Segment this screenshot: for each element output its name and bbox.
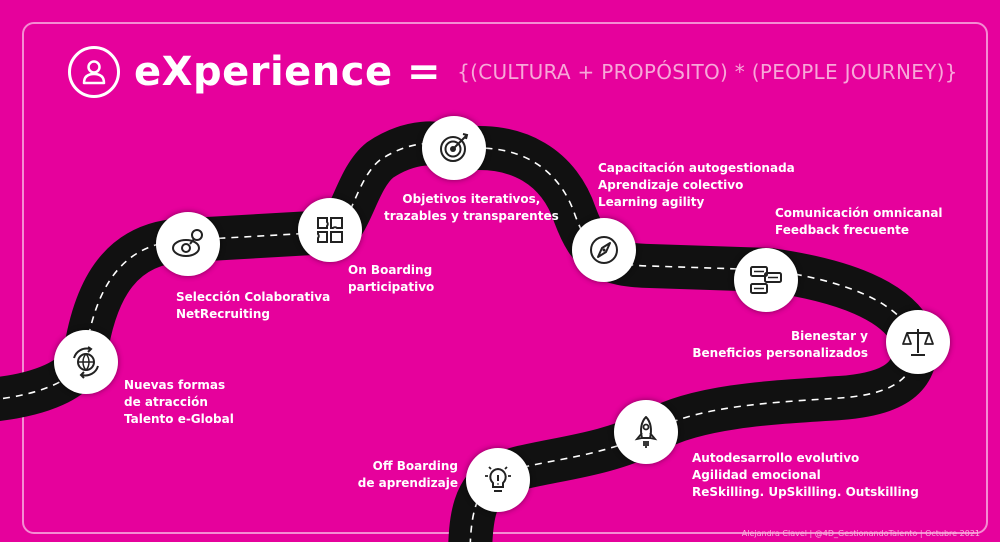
footer-credit: Alejandra Clavel | @4D_GestionandoTalent… — [741, 529, 980, 538]
stage-label-objectives: Objetivos iterativos,trazables y transpa… — [384, 192, 559, 223]
eye-selection-icon — [156, 212, 220, 276]
page-title: eXperience = — [134, 49, 442, 95]
rocket-icon — [614, 400, 678, 464]
lightbulb-icon — [466, 448, 530, 512]
title-formula: {(CULTURA + PROPÓSITO) * (PEOPLE JOURNEY… — [457, 60, 958, 84]
frame-panel — [22, 22, 988, 534]
balance-scale-icon — [886, 310, 950, 374]
puzzle-icon — [298, 198, 362, 262]
target-icon — [422, 116, 486, 180]
person-icon — [68, 46, 120, 98]
globe-cycle-icon — [54, 330, 118, 394]
title-row: eXperience = {(CULTURA + PROPÓSITO) * (P… — [68, 40, 958, 104]
chat-bubbles-icon — [734, 248, 798, 312]
compass-icon — [572, 218, 636, 282]
